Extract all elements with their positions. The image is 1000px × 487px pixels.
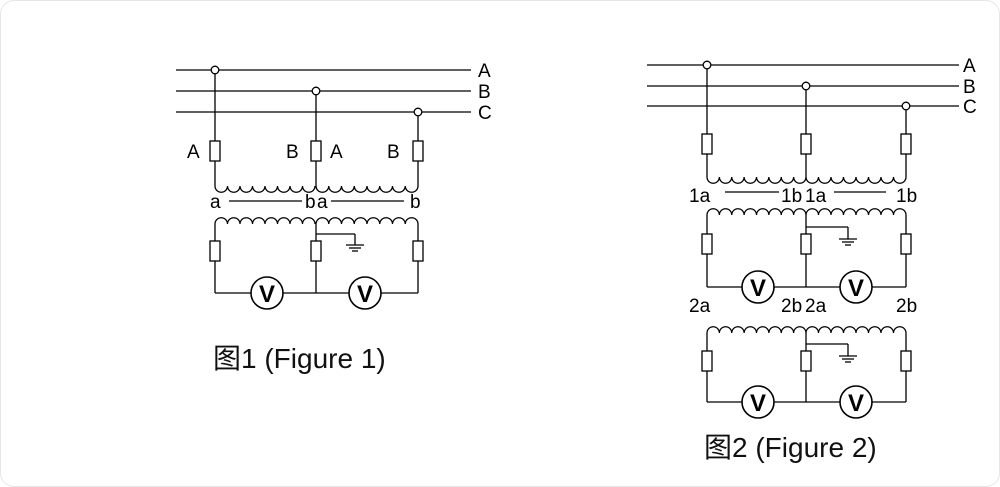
secondary-fuse [209, 240, 221, 262]
voltmeter-label: V [848, 390, 864, 417]
secondary-1-winding [805, 208, 907, 216]
voltmeter-icon [348, 276, 382, 310]
phase-label-c: C [963, 97, 977, 118]
secondary-2-label: 2a [689, 296, 711, 317]
phase-label-b: B [963, 77, 976, 98]
secondary-2-winding [706, 326, 807, 334]
secondary-2-fuse [900, 350, 912, 372]
phase-label-c: C [478, 103, 492, 124]
secondary-1-label: 1b [781, 186, 802, 207]
voltmeter-label: V [848, 275, 864, 302]
secondary-2-winding [805, 326, 907, 334]
secondary-1-fuse [800, 233, 812, 255]
secondary-1-label: 1a [689, 186, 711, 207]
figure-1: A B C A B A B a b a b [176, 61, 492, 374]
tap-node-a [702, 60, 712, 70]
phase-label-a: A [478, 61, 491, 82]
secondary-1-fuse [900, 233, 912, 255]
secondary-fuse [310, 240, 322, 262]
voltmeter-icon [741, 270, 775, 304]
voltmeter-label: V [357, 281, 373, 308]
voltmeter-icon [839, 270, 873, 304]
secondary-winding [315, 217, 419, 225]
secondary-2-label: 2b [781, 296, 802, 317]
phase-label-a: A [963, 56, 976, 77]
primary-fuse [310, 140, 322, 162]
secondary-2-fuse [701, 350, 713, 372]
voltmeter-label: V [259, 281, 275, 308]
phase-label-b: B [478, 82, 491, 103]
secondary-label: a [317, 192, 328, 213]
primary-label: A [187, 142, 200, 163]
voltmeter-icon [839, 385, 873, 419]
primary-label: A [330, 142, 343, 163]
figure-1-caption: 图1 (Figure 1) [213, 343, 386, 374]
secondary-label: b [410, 192, 421, 213]
voltmeter-label: V [750, 390, 766, 417]
tap-node-c [901, 101, 911, 111]
primary-label: B [387, 142, 400, 163]
secondary-1-fuse [701, 233, 713, 255]
primary-fuse [900, 133, 912, 155]
secondary-label: b [305, 192, 316, 213]
secondary-2-label: 2a [805, 296, 827, 317]
primary-winding [805, 176, 907, 184]
secondary-2-label: 2b [896, 296, 917, 317]
primary-fuse [701, 133, 713, 155]
primary-winding [315, 185, 419, 193]
secondary-1-winding [706, 208, 807, 216]
figure-2-caption: 图2 (Figure 2) [704, 432, 877, 463]
primary-winding [706, 176, 807, 184]
primary-fuse [800, 133, 812, 155]
tap-node-a [210, 65, 220, 75]
voltmeter-icon [250, 276, 284, 310]
primary-fuse [412, 140, 424, 162]
tap-node-b [311, 86, 321, 96]
ground-icon [838, 232, 858, 246]
secondary-label: a [210, 192, 221, 213]
voltmeter-icon [741, 385, 775, 419]
ground-icon [345, 238, 365, 252]
tap-node-b [801, 81, 811, 91]
tap-node-c [413, 107, 423, 117]
secondary-1-label: 1b [896, 186, 917, 207]
figure-2: A B C 1a 1b 1a 1b V [647, 56, 977, 463]
primary-label: B [286, 142, 299, 163]
ground-icon [838, 349, 858, 363]
secondary-fuse [412, 240, 424, 262]
secondary-winding [214, 217, 316, 225]
primary-fuse [209, 140, 221, 162]
primary-winding [214, 185, 316, 193]
secondary-1-label: 1a [805, 186, 827, 207]
voltmeter-label: V [750, 275, 766, 302]
secondary-2-fuse [800, 350, 812, 372]
